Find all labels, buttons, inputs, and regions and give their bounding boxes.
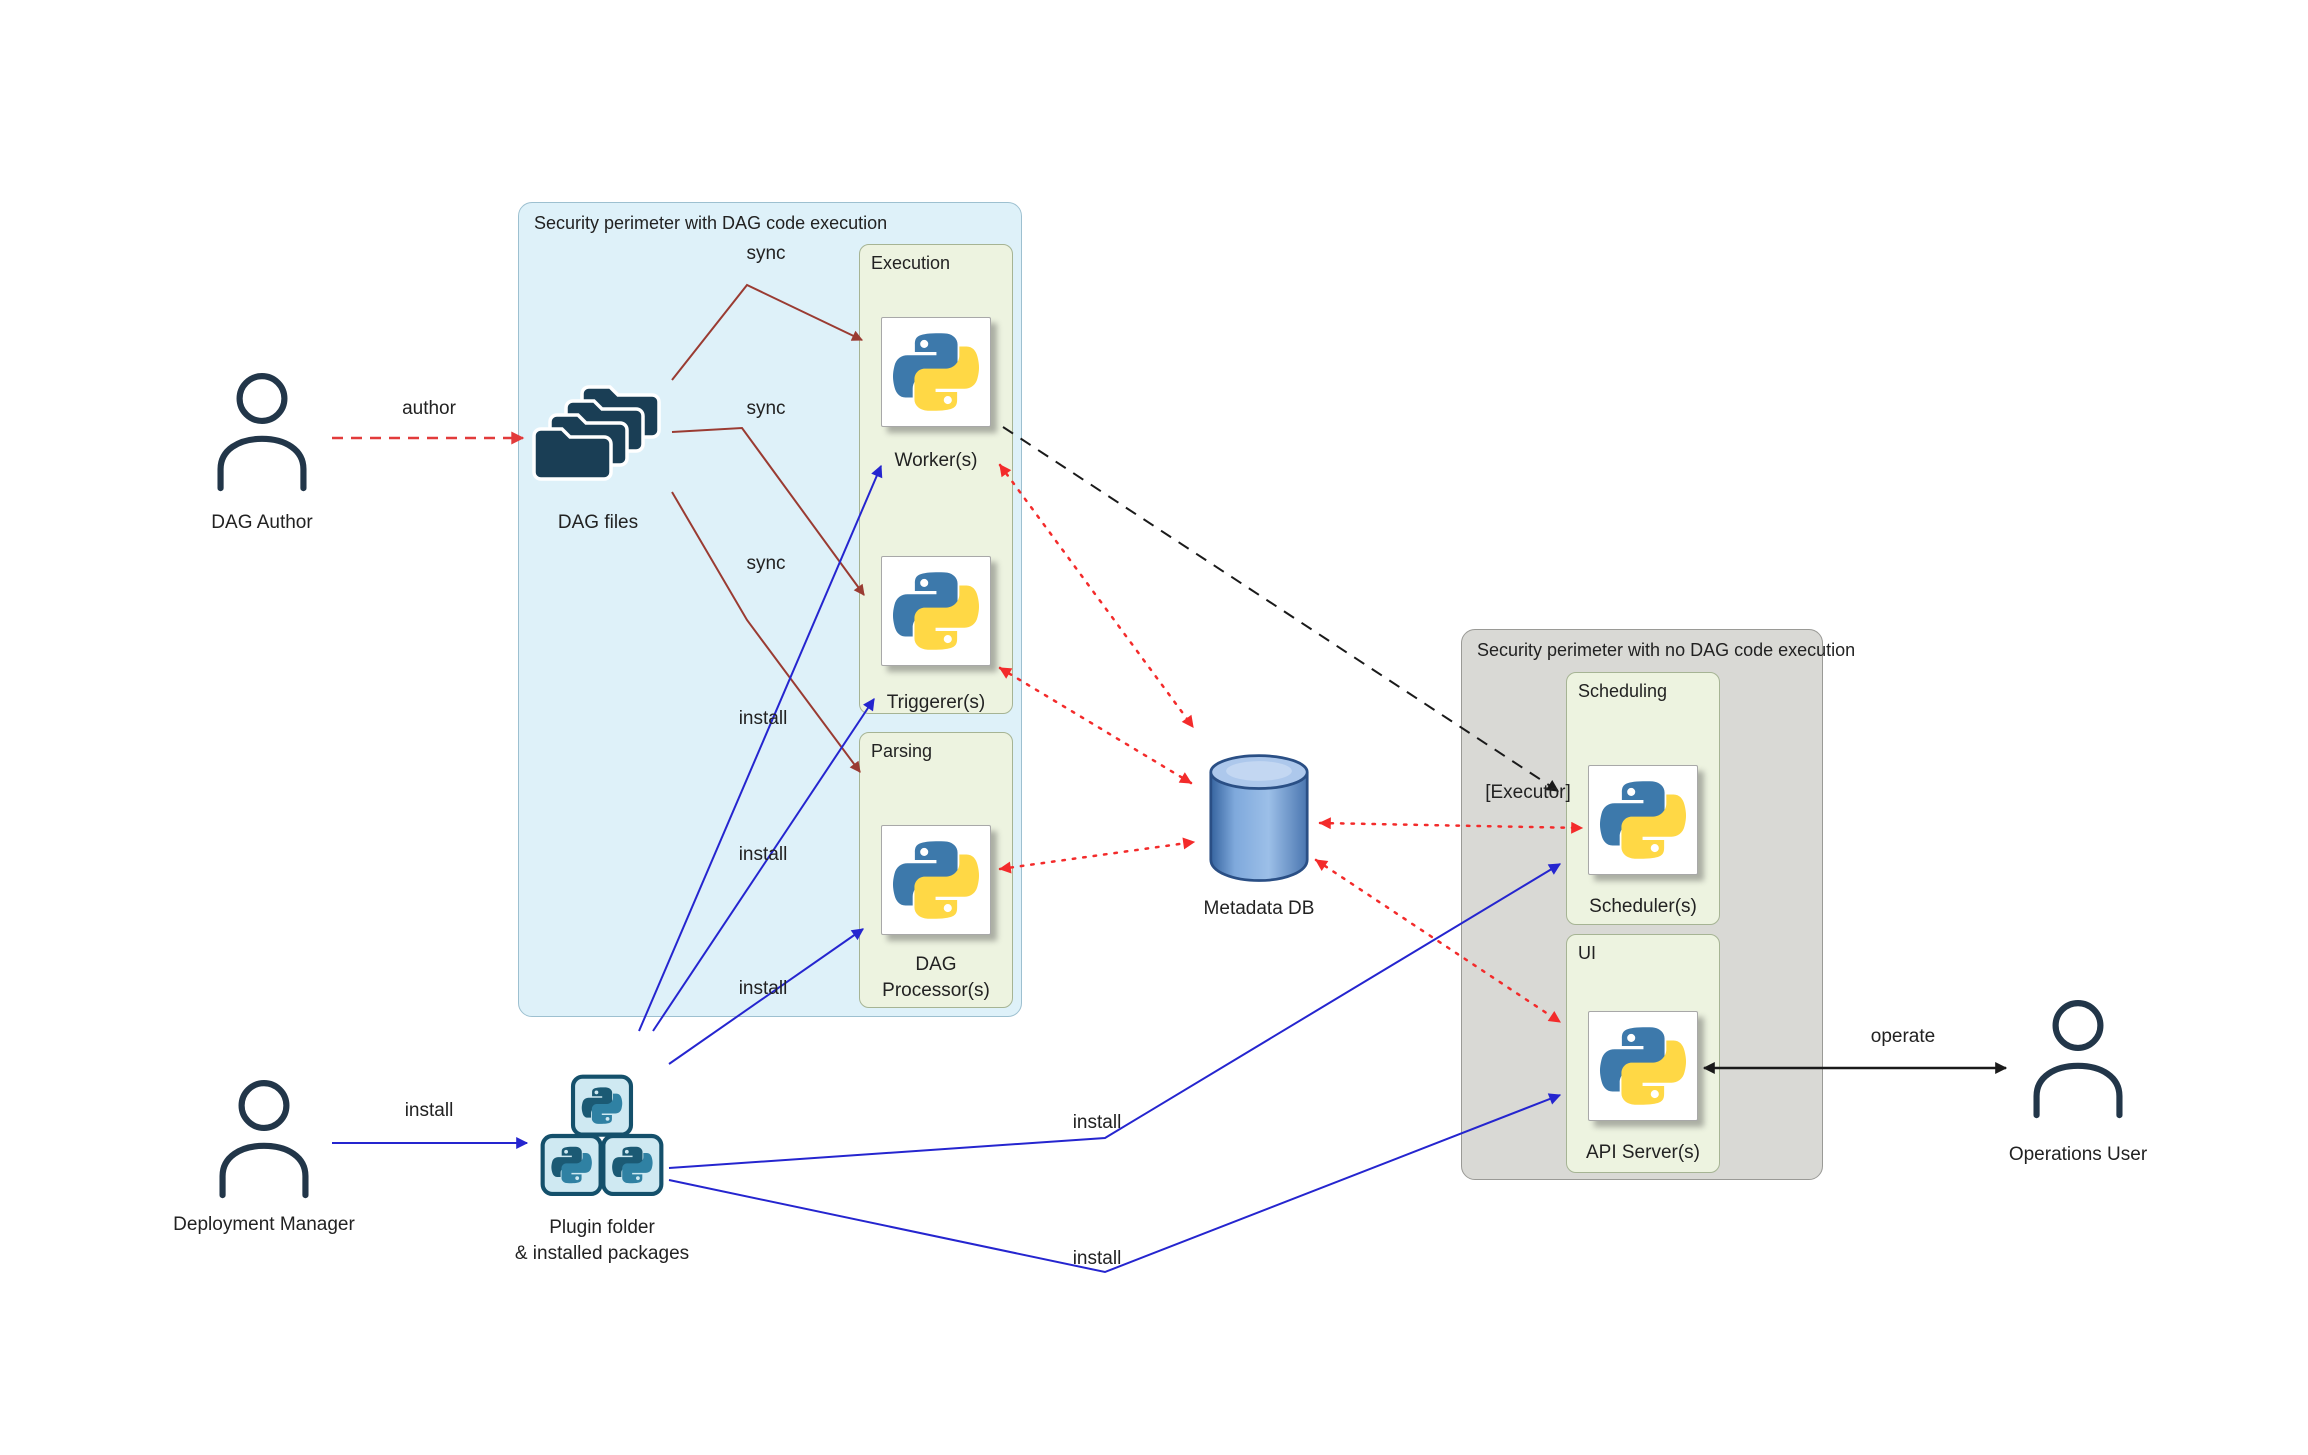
schedulers-label: Scheduler(s) [1589, 896, 1697, 917]
metadata-db-cylinder-icon [1209, 754, 1309, 882]
python-icon [892, 572, 980, 650]
sync-workers-edge-label: sync [746, 243, 786, 264]
dag-processors-node [881, 825, 991, 935]
install-triggerers-edge-label: install [738, 844, 788, 865]
security-perimeter-dag-execution-title: Security perimeter with DAG code executi… [534, 213, 888, 233]
sync-processors-edge-label: sync [746, 553, 786, 574]
security-perimeter-no-dag-execution-title: Security perimeter with no DAG code exec… [1477, 640, 1856, 660]
deployment-manager-person-icon [208, 1075, 320, 1201]
python-icon [892, 333, 980, 411]
api-servers-label: API Server(s) [1585, 1142, 1701, 1163]
edge-db-processors [998, 837, 1196, 874]
api-servers-node [1588, 1011, 1698, 1121]
python-icon [1599, 781, 1687, 859]
python-icon [1599, 1027, 1687, 1105]
workers-node [881, 317, 991, 427]
triggerers-node [881, 556, 991, 666]
scheduling-group-title: Scheduling [1578, 681, 1668, 701]
dag-author-person-icon [206, 368, 318, 494]
install-workers-edge-label: install [738, 708, 788, 729]
dag-processors-label-line2: Processor(s) [882, 979, 990, 1001]
execution-group-title: Execution [871, 253, 951, 273]
ui-group-title: UI [1578, 943, 1596, 963]
sync-triggerers-edge-label: sync [746, 398, 786, 419]
edge-db-triggerers [998, 666, 1193, 785]
executor-label: [Executor] [1485, 782, 1571, 803]
dag-author-label: DAG Author [211, 512, 313, 533]
python-icon [892, 841, 980, 919]
operations-user-person-icon [2022, 995, 2134, 1121]
schedulers-node [1588, 765, 1698, 875]
deployment-manager-label: Deployment Manager [173, 1214, 355, 1235]
install-plugins-edge-label: install [404, 1100, 454, 1121]
install-schedulers-edge-label: install [1072, 1112, 1122, 1133]
plugin-folder-packages-icon [533, 1068, 671, 1204]
workers-label: Worker(s) [894, 450, 978, 471]
dag-files-label: DAG files [557, 512, 639, 533]
dag-processors-label: DAG Processor(s) [882, 952, 990, 1003]
author-edge-label: author [402, 398, 456, 419]
plugin-folder-label-line2: & installed packages [514, 1242, 690, 1264]
dag-files-folders-icon [530, 372, 672, 494]
install-api-servers-edge-label: install [1072, 1248, 1122, 1269]
metadata-db-label: Metadata DB [1203, 898, 1315, 919]
edge-db-workers [998, 463, 1195, 729]
plugin-folder-label: Plugin folder & installed packages [515, 1215, 689, 1266]
plugin-folder-label-line1: Plugin folder [549, 1217, 655, 1238]
operations-user-label: Operations User [2008, 1144, 2148, 1165]
operate-edge-label: operate [1870, 1026, 1936, 1047]
dag-processors-label-line1: DAG [915, 954, 957, 975]
install-processors-edge-label: install [738, 978, 788, 999]
parsing-group-title: Parsing [871, 741, 933, 761]
triggerers-label: Triggerer(s) [886, 692, 986, 713]
